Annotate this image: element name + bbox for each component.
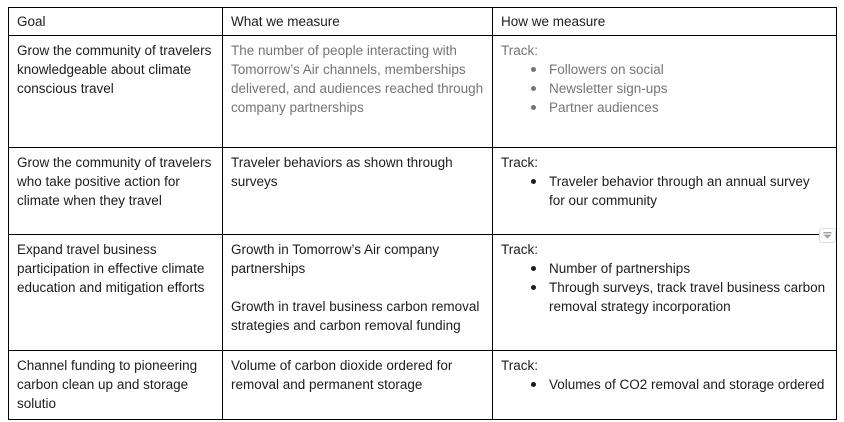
header-how-we-measure[interactable]: How we measure bbox=[492, 7, 837, 36]
bullet-icon bbox=[531, 67, 536, 72]
document-table-container: Goal What we measure How we measure Grow… bbox=[8, 7, 837, 420]
row-dropdown-button[interactable] bbox=[819, 228, 836, 243]
list-item-text: Through surveys, track travel business c… bbox=[549, 280, 826, 314]
list-item-text: Number of partnerships bbox=[549, 261, 691, 276]
how-cell-row-1[interactable]: Track: Followers on social Newsletter si… bbox=[492, 35, 837, 148]
list-item-text: Followers on social bbox=[549, 62, 664, 77]
track-label: Track: bbox=[501, 155, 538, 170]
measure-text: Traveler behaviors as shown through surv… bbox=[231, 155, 453, 189]
measure-text: Volume of carbon dioxide ordered for rem… bbox=[231, 358, 453, 392]
list-item: Followers on social bbox=[501, 60, 828, 79]
goal-text: Grow the community of travelers who take… bbox=[17, 155, 212, 208]
table-row: Grow the community of travelers who take… bbox=[8, 147, 837, 235]
how-cell-row-3[interactable]: Track: Number of partnerships Through su… bbox=[492, 234, 837, 351]
list-item-text: Partner audiences bbox=[549, 100, 659, 115]
header-goal[interactable]: Goal bbox=[8, 7, 223, 36]
goal-cell-row-1[interactable]: Grow the community of travelers knowledg… bbox=[8, 35, 223, 148]
table-row: Expand travel business participation in … bbox=[8, 234, 837, 351]
list-item: Traveler behavior through an annual surv… bbox=[501, 172, 828, 210]
goal-cell-row-2[interactable]: Grow the community of travelers who take… bbox=[8, 147, 223, 235]
bullet-icon bbox=[531, 382, 536, 387]
chevron-down-icon bbox=[823, 232, 832, 239]
list-item-text: Volumes of CO2 removal and storage order… bbox=[549, 377, 825, 392]
bullet-icon bbox=[531, 179, 536, 184]
measure-cell-row-2[interactable]: Traveler behaviors as shown through surv… bbox=[222, 147, 493, 235]
how-cell-row-2[interactable]: Track: Traveler behavior through an annu… bbox=[492, 147, 837, 235]
goal-cell-row-3[interactable]: Expand travel business participation in … bbox=[8, 234, 223, 351]
bullet-icon bbox=[531, 105, 536, 110]
header-what-we-measure[interactable]: What we measure bbox=[222, 7, 493, 36]
measure-table: Goal What we measure How we measure Grow… bbox=[8, 7, 837, 420]
list-item-text: Newsletter sign-ups bbox=[549, 81, 668, 96]
measure-text: Growth in travel business carbon removal… bbox=[231, 299, 480, 333]
bullet-icon bbox=[531, 266, 536, 271]
bullet-icon bbox=[531, 86, 536, 91]
header-row: Goal What we measure How we measure bbox=[8, 7, 837, 36]
how-cell-row-4[interactable]: Track: Volumes of CO2 removal and storag… bbox=[492, 350, 837, 420]
list-item: Through surveys, track travel business c… bbox=[501, 278, 828, 316]
track-label: Track: bbox=[501, 242, 538, 257]
list-item: Newsletter sign-ups bbox=[501, 79, 828, 98]
measure-cell-row-3[interactable]: Growth in Tomorrow’s Air company partner… bbox=[222, 234, 493, 351]
measure-text: Growth in Tomorrow’s Air company partner… bbox=[231, 242, 440, 276]
list-item-text: Traveler behavior through an annual surv… bbox=[549, 174, 810, 208]
goal-text: Expand travel business participation in … bbox=[17, 242, 205, 295]
goal-text: Channel funding to pioneering carbon cle… bbox=[17, 358, 198, 411]
measure-cell-row-1[interactable]: The number of people interacting with To… bbox=[222, 35, 493, 148]
table-row: Grow the community of travelers knowledg… bbox=[8, 35, 837, 148]
list-item: Volumes of CO2 removal and storage order… bbox=[501, 375, 828, 394]
bullet-icon bbox=[531, 285, 536, 290]
table-row: Channel funding to pioneering carbon cle… bbox=[8, 350, 837, 420]
list-item: Partner audiences bbox=[501, 98, 828, 117]
track-label: Track: bbox=[501, 43, 538, 58]
goal-text: Grow the community of travelers knowledg… bbox=[17, 43, 212, 96]
measure-cell-row-4[interactable]: Volume of carbon dioxide ordered for rem… bbox=[222, 350, 493, 420]
goal-cell-row-4[interactable]: Channel funding to pioneering carbon cle… bbox=[8, 350, 223, 420]
list-item: Number of partnerships bbox=[501, 259, 828, 278]
track-label: Track: bbox=[501, 358, 538, 373]
measure-text: The number of people interacting with To… bbox=[231, 43, 484, 115]
